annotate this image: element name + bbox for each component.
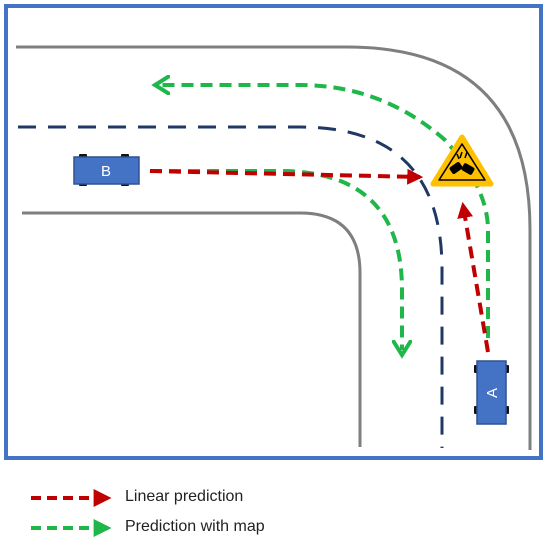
diagram-frame: [4, 4, 543, 460]
legend-label-linear: Linear prediction: [125, 488, 244, 505]
road-inner-edge: [22, 211, 362, 447]
vehicle-a-map-prediction-arrow: [160, 85, 490, 338]
vehicle-a-label: A: [484, 388, 501, 398]
legend-label-map: Prediction with map: [125, 518, 265, 535]
road-outer-edge: [16, 45, 532, 450]
vehicle-b-linear-prediction-arrow: [149, 168, 424, 185]
vehicle-a: A: [474, 360, 509, 425]
lane-divider: [18, 125, 444, 448]
vehicle-b: B: [73, 154, 140, 186]
vehicle-a-linear-prediction-arrow: [457, 201, 490, 353]
collision-warning-icon: [430, 134, 494, 187]
vehicle-b-map-prediction-arrow: [150, 169, 402, 350]
vehicle-b-label: B: [101, 163, 111, 180]
